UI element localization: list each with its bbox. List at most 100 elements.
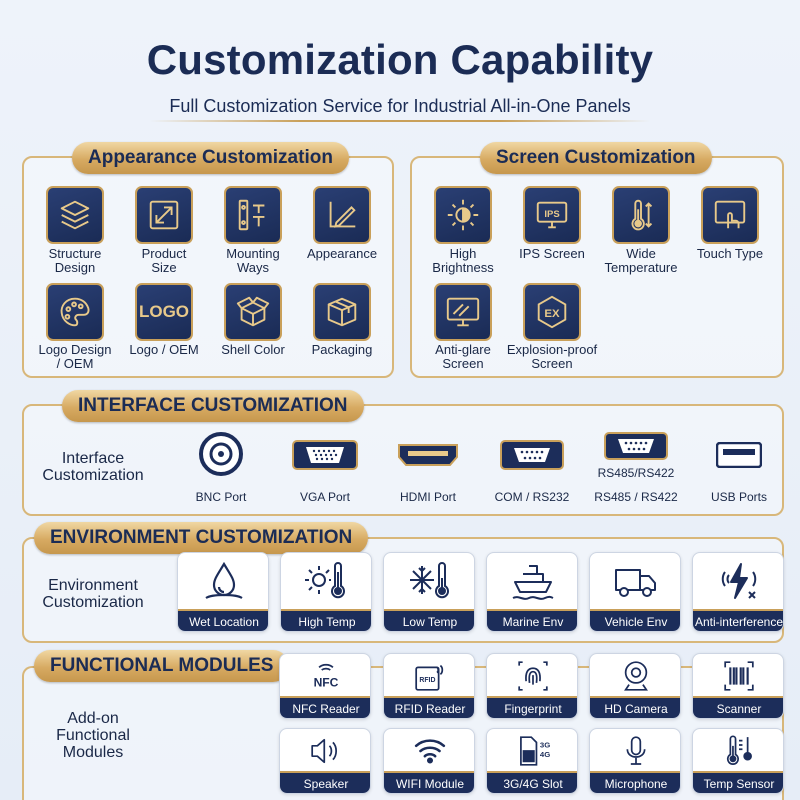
sim-icon-text-4g: 4G bbox=[540, 750, 550, 759]
screen-heading: Screen Customization bbox=[480, 142, 712, 174]
port-label-com: COM / RS232 bbox=[494, 490, 570, 504]
ips-icon-text: IPS bbox=[544, 209, 559, 220]
port-label-bnc: BNC Port bbox=[195, 490, 247, 504]
module-label-rfid: RFID Reader bbox=[384, 696, 474, 718]
appearance-label-structure: Structure Design bbox=[48, 246, 102, 275]
thermometer-icon bbox=[631, 199, 653, 231]
screen-label-touch: Touch Type bbox=[696, 246, 764, 261]
env-label-vehicle: Vehicle Env bbox=[590, 609, 680, 631]
screen-label-explosion-proof: Explosion-proof Screen bbox=[506, 342, 598, 371]
screen-tile-wide-temp bbox=[612, 186, 670, 244]
package-icon bbox=[327, 297, 357, 327]
env-card-anti-interference: Anti-interference bbox=[692, 552, 784, 632]
module-label-wifi: WIFI Module bbox=[384, 771, 474, 793]
ips-icon: IPS bbox=[536, 201, 568, 229]
rfid-icon: RFID bbox=[415, 664, 444, 691]
microphone-icon bbox=[626, 736, 646, 765]
truck-icon bbox=[615, 569, 656, 597]
screen-label-wide-temp: Wide Temperature bbox=[604, 246, 678, 275]
speaker-icon bbox=[311, 738, 338, 764]
env-card-low-temp: Low Temp bbox=[383, 552, 475, 632]
module-card-temp-sensor: Temp Sensor bbox=[692, 728, 784, 794]
appearance-label-appearance: Appearance bbox=[306, 246, 378, 261]
appearance-label-logo-design: Logo Design / OEM bbox=[38, 342, 112, 371]
resize-icon bbox=[149, 200, 179, 230]
appearance-tile-appearance bbox=[313, 186, 371, 244]
screen-label-anti-glare: Anti-glare Screen bbox=[435, 342, 491, 371]
port-label-hdmi: HDMI Port bbox=[399, 490, 456, 504]
env-label-high-temp: High Temp bbox=[281, 609, 371, 631]
screen-tile-explosion-proof: EX bbox=[523, 283, 581, 341]
port-com bbox=[500, 440, 564, 470]
appearance-tile-mounting bbox=[224, 186, 282, 244]
screws-icon bbox=[238, 199, 265, 231]
port-vga bbox=[292, 440, 358, 470]
touch-icon bbox=[714, 200, 746, 229]
interface-side-label: Interface Customization bbox=[42, 450, 144, 484]
env-label-anti-interference: Anti-interference bbox=[693, 609, 783, 631]
appearance-label-size: Product Size bbox=[141, 246, 187, 275]
rfid-icon-text: RFID bbox=[419, 677, 435, 684]
ex-icon-text: EX bbox=[544, 308, 560, 320]
rs485-port-icon bbox=[604, 432, 668, 460]
nfc-icon: NFC bbox=[314, 663, 339, 689]
sim-icon-text-3g: 3G bbox=[540, 741, 550, 750]
module-label-microphone: Microphone bbox=[590, 771, 680, 793]
functional-side-label: Add-on Functional Modules bbox=[56, 710, 130, 761]
appearance-label-logo: Logo / OEM bbox=[129, 342, 199, 357]
palette-icon bbox=[60, 297, 90, 327]
module-card-nfc: NFC NFC Reader bbox=[279, 653, 371, 719]
screen-label-ips: IPS Screen bbox=[519, 246, 585, 261]
appearance-tile-logo-design bbox=[46, 283, 104, 341]
port-label-usb: USB Ports bbox=[710, 490, 767, 504]
wifi-icon bbox=[414, 739, 446, 764]
appearance-tile-shell-color bbox=[224, 283, 282, 341]
appearance-label-packaging: Packaging bbox=[311, 342, 373, 357]
page-title: Customization Capability bbox=[146, 36, 654, 83]
subtitle-divider bbox=[150, 120, 650, 122]
port-tag-rs485: RS485/RS422 bbox=[597, 466, 675, 480]
ex-shield-icon: EX bbox=[537, 295, 567, 329]
port-bnc bbox=[197, 430, 245, 478]
interface-heading: INTERFACE CUSTOMIZATION bbox=[62, 390, 364, 422]
usb-port-icon bbox=[716, 442, 762, 468]
vga-port-icon bbox=[292, 440, 358, 470]
module-card-fingerprint: Fingerprint bbox=[486, 653, 578, 719]
appearance-tile-packaging bbox=[313, 283, 371, 341]
module-card-rfid: RFID RFID Reader bbox=[383, 653, 475, 719]
screen-label-brightness: High Brightness bbox=[432, 246, 494, 275]
module-card-scanner: Scanner bbox=[692, 653, 784, 719]
lightning-icon bbox=[721, 563, 757, 599]
screen-tile-anti-glare bbox=[434, 283, 492, 341]
port-rs485 bbox=[604, 432, 668, 460]
bnc-port-icon bbox=[199, 432, 243, 476]
webcam-icon bbox=[624, 661, 648, 691]
port-label-rs485: RS485 / RS422 bbox=[594, 490, 678, 504]
environment-heading: ENVIRONMENT CUSTOMIZATION bbox=[34, 522, 369, 554]
pencil-ruler-icon bbox=[329, 201, 356, 228]
sun-thermometer-icon bbox=[305, 562, 345, 599]
module-card-wifi: WIFI Module bbox=[383, 728, 475, 794]
port-hdmi bbox=[398, 444, 458, 466]
barcode-icon bbox=[724, 661, 754, 691]
module-label-sim: 3G/4G Slot bbox=[487, 771, 577, 793]
ship-icon bbox=[512, 565, 554, 600]
fingerprint-icon bbox=[518, 661, 548, 691]
module-card-speaker: Speaker bbox=[279, 728, 371, 794]
functional-heading: FUNCTIONAL MODULES bbox=[34, 650, 290, 682]
appearance-heading: Appearance Customization bbox=[72, 142, 349, 174]
module-label-camera: HD Camera bbox=[590, 696, 680, 718]
layers-icon bbox=[60, 200, 90, 230]
page-subtitle: Full Customization Service for Industria… bbox=[169, 96, 631, 116]
nfc-icon-text: NFC bbox=[314, 675, 339, 689]
temp-sensor-icon bbox=[726, 735, 752, 765]
env-label-marine: Marine Env bbox=[487, 609, 577, 631]
env-label-wet: Wet Location bbox=[178, 609, 268, 631]
appearance-label-mounting: Mounting Ways bbox=[226, 246, 280, 275]
env-card-high-temp: High Temp bbox=[280, 552, 372, 632]
module-label-scanner: Scanner bbox=[693, 696, 783, 718]
module-label-speaker: Speaker bbox=[280, 771, 370, 793]
appearance-tile-logo: LOGO bbox=[135, 283, 193, 341]
